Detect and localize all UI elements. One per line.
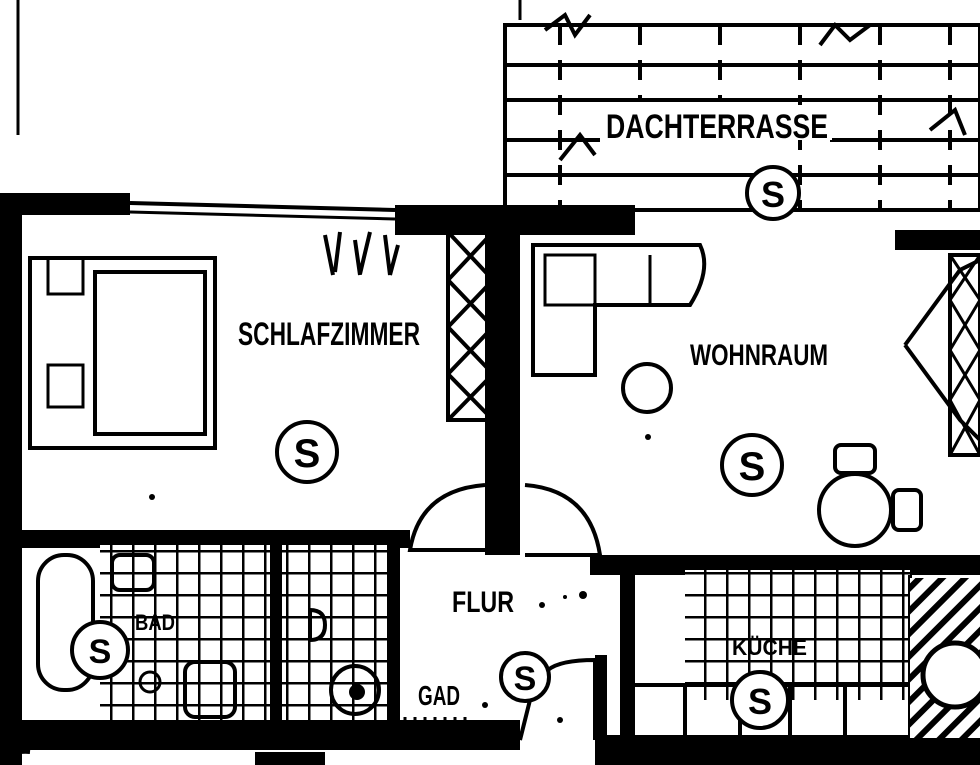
room-label-roof-terrace: DACHTERRASSE: [606, 108, 828, 146]
plant-icon: [323, 231, 400, 276]
marker-symbol: S: [739, 445, 766, 489]
walls: [0, 193, 980, 765]
kitchen: KÜCHE S: [635, 570, 980, 740]
side-table: [621, 362, 673, 414]
room-label-living-room: WOHNRAUM: [690, 339, 828, 372]
dining-table: [817, 472, 893, 548]
room-label-bedroom: SCHLAFZIMMER: [238, 316, 420, 352]
hallway: FLUR GAD S: [403, 586, 597, 741]
room-label-wardrobe: GAD: [418, 680, 460, 711]
room-label-bathroom: BAD: [135, 610, 175, 635]
bathroom: S BAD: [36, 545, 387, 720]
marker-symbol: S: [514, 660, 537, 698]
bed: [28, 256, 217, 450]
marker-symbol: S: [761, 174, 785, 215]
door-bedroom: [407, 483, 486, 552]
room-label-kitchen: KÜCHE: [732, 635, 807, 660]
door-living: [524, 483, 603, 557]
bedroom: SCHLAFZIMMER S: [28, 230, 495, 500]
marker-symbol: S: [294, 432, 321, 476]
roof-terrace: DACHTERRASSE S: [503, 11, 980, 221]
marker-symbol: S: [89, 633, 112, 671]
toilet: [183, 660, 237, 719]
sofa: [531, 243, 707, 377]
sink: [110, 553, 156, 592]
marker-symbol: S: [748, 681, 772, 722]
living-room: WOHNRAUM S: [531, 243, 980, 548]
room-label-hallway: FLUR: [452, 586, 514, 619]
